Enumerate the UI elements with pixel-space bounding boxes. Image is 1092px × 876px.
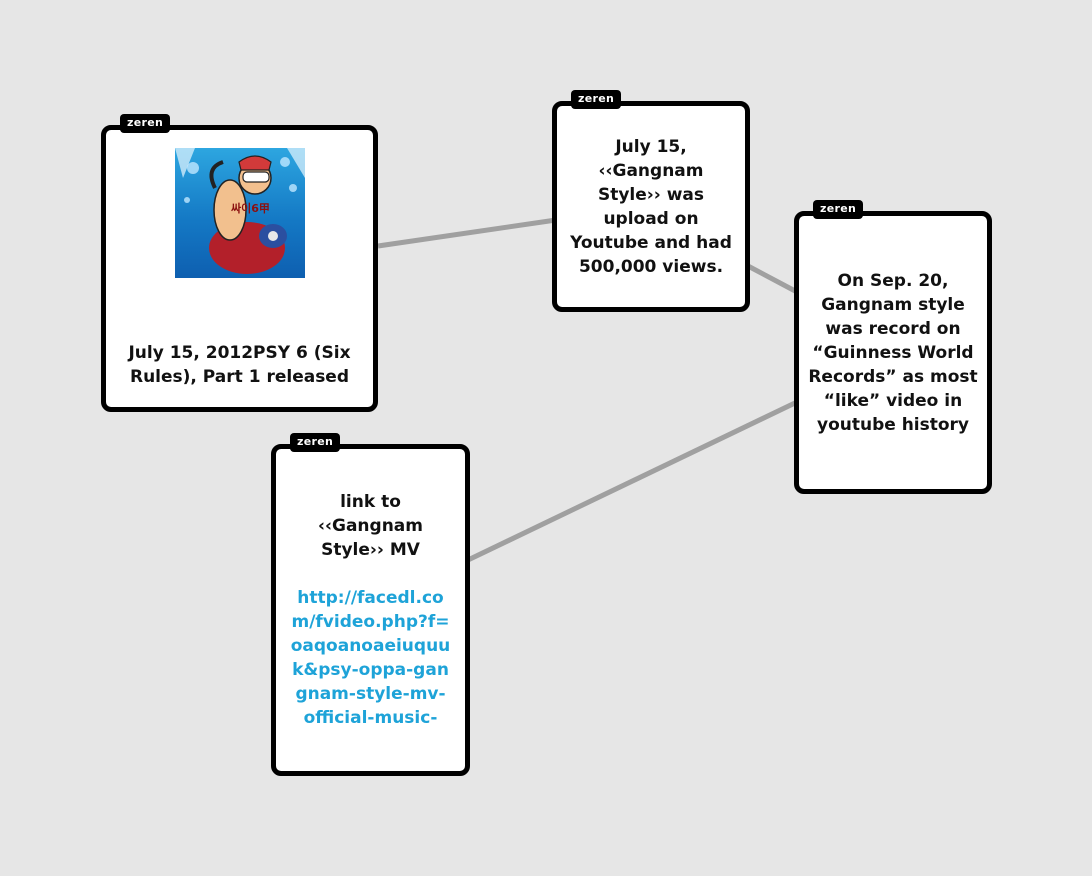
card-text: On Sep. 20, Gangnam style was record on … xyxy=(808,270,978,435)
note-card-psy-release[interactable]: zeren 싸이6甲 July 15, 2012PSY 6 (Six Rules… xyxy=(101,114,378,412)
note-card-guinness-record[interactable]: zeren On Sep. 20, Gangnam style was reco… xyxy=(794,200,992,494)
album-cover-image[interactable]: 싸이6甲 xyxy=(174,148,305,278)
connector-card4-card3 xyxy=(466,399,799,563)
mv-link[interactable]: http://facedl.com/fvideo.php?f=oaqoanoae… xyxy=(290,588,451,728)
note-card-youtube-upload[interactable]: zeren July 15, ‹‹Gangnam Style›› was upl… xyxy=(552,90,750,312)
album-cover-illustration: 싸이6甲 xyxy=(174,148,305,274)
connector-card1-card2 xyxy=(377,217,557,249)
card-text: July 15, 2012PSY 6 (Six Rules), Part 1 r… xyxy=(128,343,351,387)
author-tag: zeren xyxy=(813,200,864,219)
author-tag: zeren xyxy=(290,433,341,452)
card-text: July 15, ‹‹Gangnam Style›› was upload on… xyxy=(570,136,732,277)
svg-text:싸이6甲: 싸이6甲 xyxy=(231,201,270,215)
note-card-mv-link[interactable]: zeren link to ‹‹Gangnam Style›› MV http:… xyxy=(271,433,470,776)
author-tag: zeren xyxy=(571,90,622,109)
card-text: link to ‹‹Gangnam Style›› MV xyxy=(318,492,423,560)
author-tag: zeren xyxy=(120,114,171,133)
connector-card2-card3 xyxy=(746,263,799,295)
